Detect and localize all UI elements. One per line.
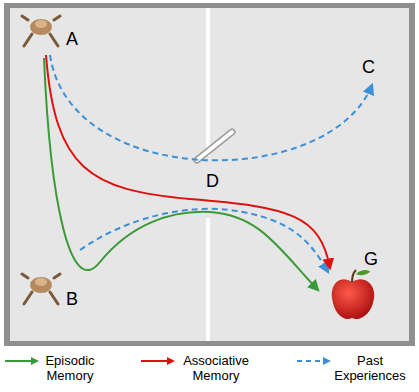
associative-path [46,55,330,268]
apple-icon [332,270,374,319]
point-label: C [362,58,375,76]
legend-sample [140,356,176,366]
robot-icon [22,274,60,304]
episodic-path [44,58,318,290]
legend-text: Past Experiences [332,354,408,384]
legend-sample [296,356,332,366]
point-label: D [206,172,219,190]
legend-text: Associative Memory [176,354,256,384]
legend-text: Episodic Memory [40,354,100,384]
point-label: G [364,250,378,268]
past-path [80,209,328,272]
past-path [50,55,372,160]
legend-sample [4,356,40,366]
point-label: B [66,290,78,308]
point-label: A [66,30,78,48]
robot-icon [22,16,60,46]
